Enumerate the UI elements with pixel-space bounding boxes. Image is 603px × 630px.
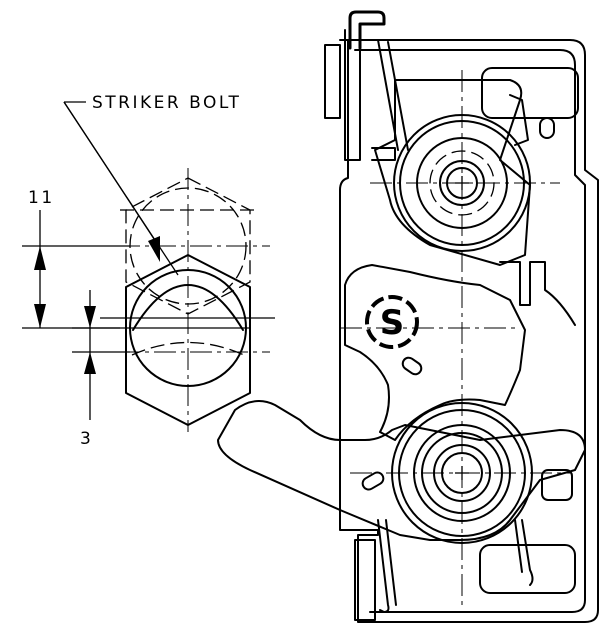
center-lines xyxy=(187,70,570,610)
striker-bolt-label: STRIKER BOLT xyxy=(92,93,241,113)
pawl-lever xyxy=(217,400,586,541)
dimension-11-label: 11 xyxy=(28,188,55,208)
callout-leader xyxy=(63,101,179,276)
upper-lever xyxy=(371,39,531,266)
striker-bolt-views xyxy=(100,177,275,426)
logo-letter: S xyxy=(380,303,405,343)
dimension-3 xyxy=(72,290,130,420)
dimension-3-label: 3 xyxy=(80,429,93,449)
dimension-11 xyxy=(22,210,250,329)
lower-spring xyxy=(377,519,534,613)
logo-mark: S xyxy=(365,295,419,349)
claw-ratchet xyxy=(344,264,526,441)
latch-housing xyxy=(324,10,599,623)
